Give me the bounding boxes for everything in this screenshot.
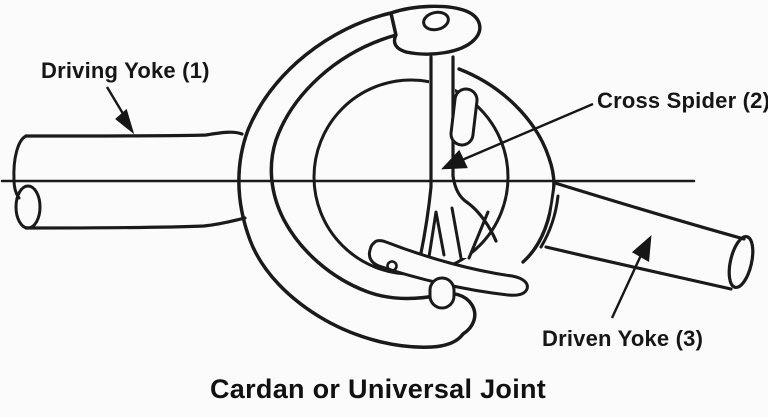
driven-yoke-arrow (610, 252, 644, 319)
driving-yoke-arrow (105, 86, 127, 118)
retaining-strap (367, 239, 529, 297)
driven-shaft-open-end (727, 234, 755, 290)
cross-spider (418, 55, 498, 260)
bearing-ring (312, 78, 510, 276)
driven-shaft (539, 181, 755, 291)
driving-yoke-head (389, 4, 482, 56)
label-driven-yoke: Driven Yoke (3) (542, 326, 704, 351)
cross-spider-pin-right-edge (451, 55, 498, 243)
leader-arrows (105, 86, 652, 319)
cross-spider-pin-left-edge (418, 55, 433, 260)
label-driving-yoke: Driving Yoke (1) (41, 58, 210, 83)
label-cross-spider: Cross Spider (2) (597, 88, 768, 113)
cross-spider-arrow (461, 102, 594, 162)
driven-yoke-band (457, 67, 556, 264)
driving-shaft (12, 130, 247, 230)
strap-bolt (386, 260, 398, 272)
figure-caption: Cardan or Universal Joint (210, 374, 547, 404)
yoke-bolt-hole (422, 10, 450, 32)
